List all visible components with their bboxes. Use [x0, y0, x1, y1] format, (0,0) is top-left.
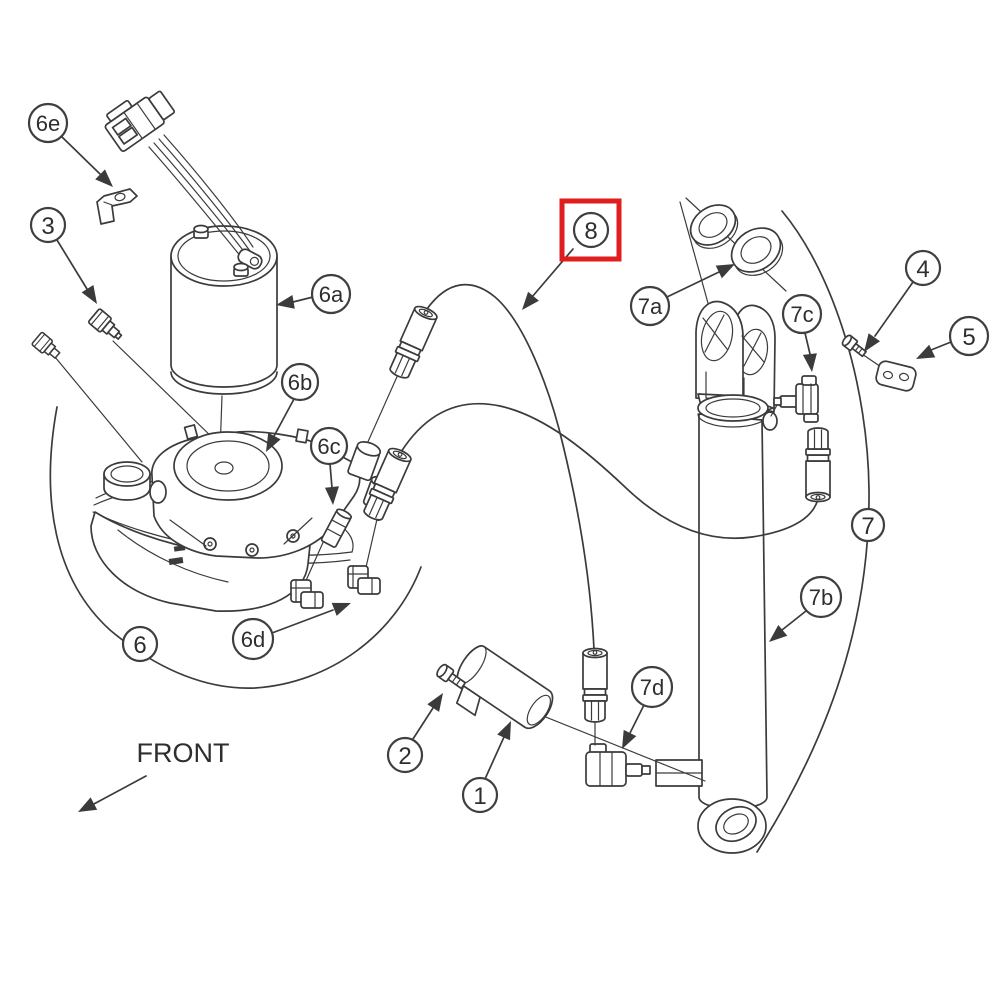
- hose-clamp-5: [875, 360, 917, 392]
- callout-7a-label: 7a: [638, 294, 663, 319]
- callout-7b-label: 7b: [809, 585, 833, 610]
- callout-7c[interactable]: 7c: [781, 293, 823, 372]
- callout-1[interactable]: 1: [461, 721, 511, 814]
- callout-6d-label: 6d: [241, 627, 265, 652]
- cylinder-base-eye: [697, 798, 767, 854]
- clamp-hardware: [841, 334, 917, 392]
- hose-to-top-port: [400, 402, 819, 540]
- callout-6-label: 6: [133, 632, 146, 659]
- elbow-fitting-7d: [585, 743, 651, 787]
- cylinder-tube: [697, 394, 778, 810]
- callout-6a-label: 6a: [319, 282, 344, 307]
- callout-8-label: 8: [584, 218, 597, 245]
- callout-7a[interactable]: 7a: [629, 264, 735, 327]
- group-arcs: [49, 210, 870, 853]
- callouts: 6e 3 6a 6b 6c 6: [27, 102, 990, 814]
- callout-4[interactable]: 4: [864, 249, 942, 352]
- callout-1-label: 1: [473, 783, 486, 810]
- lift-cylinder-artwork: [585, 204, 819, 854]
- elbow-fitting-7c: [770, 375, 819, 423]
- callout-3-label: 3: [41, 213, 54, 240]
- clamp-screw-4: [841, 334, 867, 358]
- callout-6e[interactable]: 6e: [27, 102, 113, 187]
- hose-end-fitting-c: [582, 647, 608, 723]
- wire-harness: [148, 134, 254, 259]
- pump-elbow-left: [290, 579, 324, 609]
- pump-elbow-right: [347, 565, 381, 595]
- callout-7[interactable]: 7: [850, 507, 886, 543]
- callout-5[interactable]: 5: [916, 315, 990, 359]
- mounting-screw-2: [436, 663, 467, 690]
- group-7-arc: [756, 210, 870, 853]
- callout-6a[interactable]: 6a: [276, 273, 352, 315]
- callout-2-label: 2: [398, 743, 411, 770]
- callout-3[interactable]: 3: [29, 206, 97, 304]
- cylinder-port-block: [655, 759, 703, 787]
- hydraulic-hoses: [359, 283, 831, 746]
- callout-7c-label: 7c: [790, 302, 813, 327]
- hose-end-fitting-d: [805, 427, 831, 503]
- selected-part-highlight: [559, 198, 622, 262]
- callout-6c-label: 6c: [317, 434, 340, 459]
- callout-4-label: 4: [916, 256, 929, 283]
- callout-7d[interactable]: 7d: [622, 665, 674, 749]
- motor-top-nut-1: [193, 224, 209, 239]
- mounting-bracket: [96, 188, 138, 225]
- callout-6[interactable]: 6: [121, 625, 159, 663]
- pump-motor: [170, 225, 278, 395]
- front-arrow-icon: [78, 797, 98, 812]
- fitting-3: [87, 308, 123, 340]
- callout-7d-label: 7d: [640, 675, 664, 700]
- front-label: FRONT: [137, 738, 230, 768]
- callout-6b[interactable]: 6b: [266, 362, 320, 452]
- callout-7b[interactable]: 7b: [769, 575, 843, 642]
- hose-to-base-port: [426, 283, 595, 651]
- adapter-fitting-6c: [320, 508, 353, 548]
- fitting-3b: [31, 331, 61, 359]
- callout-6b-label: 6b: [288, 370, 312, 395]
- trim-cylinder-item1: [436, 645, 706, 782]
- reservoir-cap: [103, 461, 151, 501]
- harness-connector: [104, 90, 176, 152]
- front-direction-indicator: FRONT: [78, 738, 229, 812]
- callout-6e-label: 6e: [36, 111, 60, 136]
- callout-5-label: 5: [962, 324, 975, 351]
- callout-2[interactable]: 2: [386, 693, 443, 774]
- bushing-7a-2: [730, 227, 784, 276]
- callout-7-label: 7: [861, 513, 874, 540]
- hose-end-fitting-a: [385, 303, 440, 382]
- motor-top-nut-2: [233, 262, 249, 277]
- bushing-7a-1: [689, 204, 739, 249]
- group-6-arc: [49, 406, 422, 689]
- callout-6c[interactable]: 6c: [309, 426, 349, 505]
- callout-6d[interactable]: 6d: [231, 602, 351, 661]
